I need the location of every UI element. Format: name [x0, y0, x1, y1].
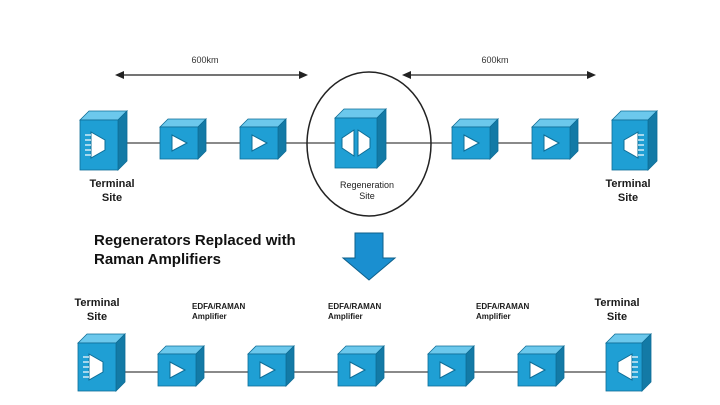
terminal-site-top-right [611, 110, 658, 171]
terminal-site-label-bottom-left: Terminal Site [74, 297, 120, 323]
amplifier-label-3: EDFA/RAMAN Amplifier [476, 302, 530, 321]
regeneration-site-box [334, 108, 387, 169]
distance-label-right: 600km [481, 55, 509, 65]
regeneration-site-label: Regeneration Site [339, 180, 395, 202]
terminal-site-bottom-left [77, 333, 126, 392]
amplifier-top-3 [451, 118, 499, 160]
amplifier-bottom-3 [337, 345, 385, 387]
down-arrow [341, 232, 397, 281]
terminal-site-bottom-right [605, 333, 652, 392]
amplifier-top-1 [159, 118, 207, 160]
amplifier-bottom-1 [157, 345, 205, 387]
terminal-site-top-left [79, 110, 128, 171]
amplifier-label-2: EDFA/RAMAN Amplifier [328, 302, 382, 321]
amplifier-bottom-4 [427, 345, 475, 387]
terminal-site-label-top-left: Terminal Site [89, 178, 135, 204]
amplifier-top-4 [531, 118, 579, 160]
amplifier-bottom-5 [517, 345, 565, 387]
regeneration-highlight-ellipse [306, 71, 432, 217]
distance-arrow-left [115, 71, 308, 79]
amplifier-label-1: EDFA/RAMAN Amplifier [192, 302, 246, 321]
distance-label-left: 600km [191, 55, 219, 65]
replacement-caption: Regenerators Replaced with Raman Amplifi… [94, 232, 296, 268]
distance-arrow-right [402, 71, 596, 79]
amplifier-bottom-2 [247, 345, 295, 387]
amplifier-top-2 [239, 118, 287, 160]
terminal-site-label-bottom-right: Terminal Site [594, 297, 640, 323]
terminal-site-label-top-right: Terminal Site [605, 178, 651, 204]
